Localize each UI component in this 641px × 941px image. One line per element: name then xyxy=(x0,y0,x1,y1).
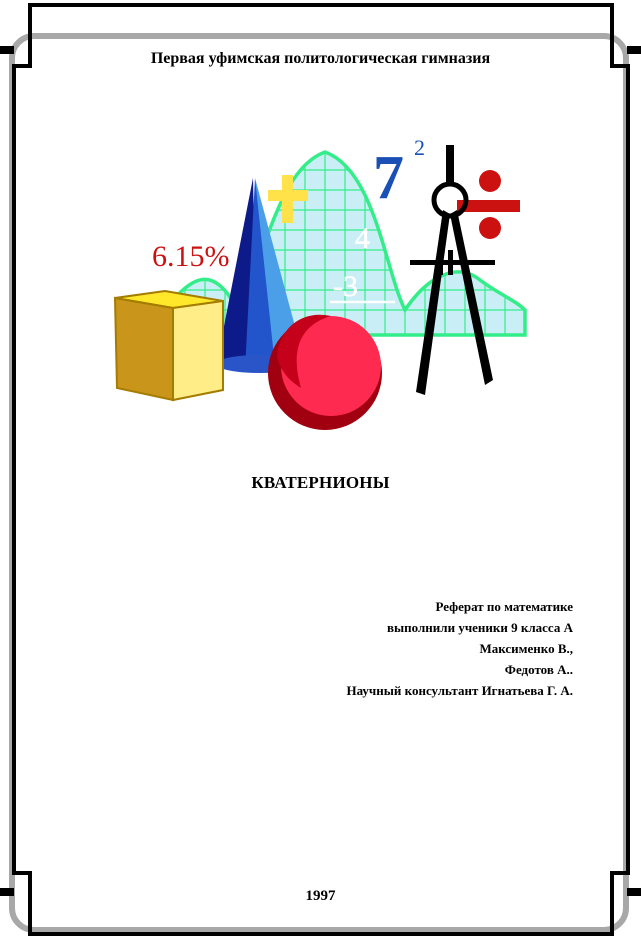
sphere-shape xyxy=(268,314,382,430)
info-line-performers: выполнили ученики 9 класса А xyxy=(387,620,573,635)
math-clipart: 4 -3 6.15% 7 2 xyxy=(113,135,527,430)
cone-shape xyxy=(216,178,304,373)
border-main xyxy=(12,3,630,936)
cube-shape xyxy=(113,289,224,402)
compass-icon xyxy=(410,145,495,395)
info-line-author-2: Федотов А.. xyxy=(504,662,573,677)
number-seven: 7 xyxy=(373,144,404,212)
info-line-author-1: Максименко В., xyxy=(479,641,573,656)
percent-label: 6.15% xyxy=(152,240,230,273)
info-line-consultant: Научный консультант Игнатьева Г. А. xyxy=(346,683,573,698)
number-four: 4 xyxy=(355,222,370,255)
border-corners xyxy=(0,46,641,896)
exponent-two: 2 xyxy=(414,135,425,160)
school-name: Первая уфимская политологическая гимнази… xyxy=(150,50,491,67)
divide-icon xyxy=(457,170,520,239)
number-minus-three: -3 xyxy=(333,270,358,303)
info-line-subject: Реферат по математике xyxy=(435,599,573,614)
year: 1997 xyxy=(305,888,336,904)
author-info: Реферат по математике выполнили ученики … xyxy=(346,596,573,701)
plus-icon xyxy=(268,175,308,223)
document-title: КВАТЕРНИОНЫ xyxy=(251,473,390,492)
